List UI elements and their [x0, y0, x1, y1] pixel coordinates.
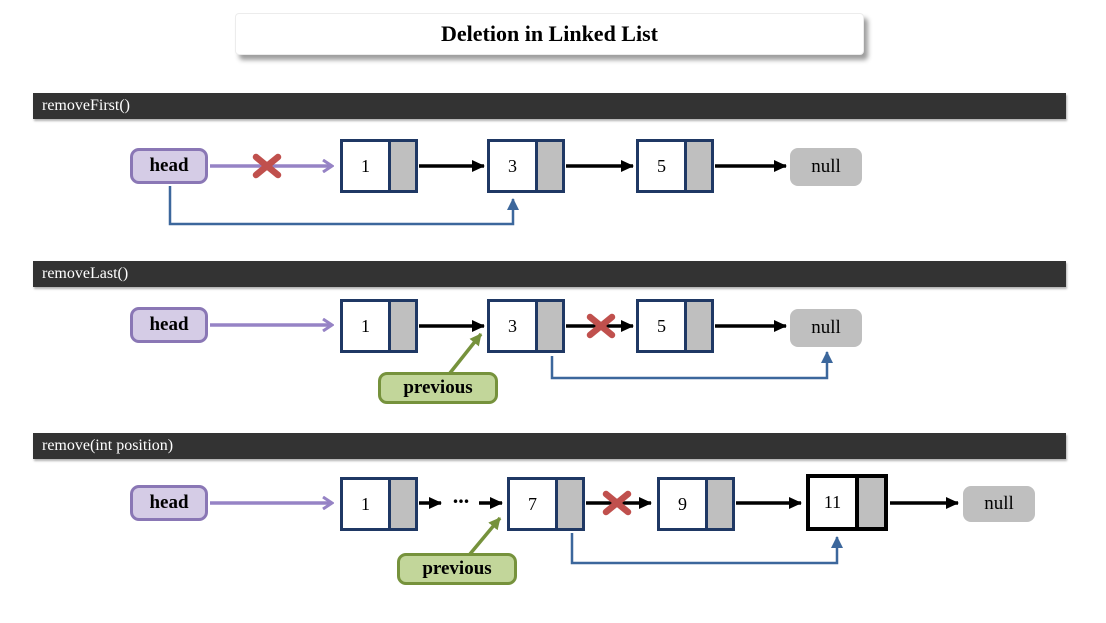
node-value: 3 — [490, 142, 535, 190]
list-node: 9 — [657, 477, 735, 531]
node-pointer-cell — [535, 142, 562, 190]
section2-wires — [210, 313, 833, 380]
section3-wires — [210, 490, 959, 565]
null-box: null — [790, 309, 862, 347]
previous-pointer-arrow — [448, 332, 483, 375]
list-node: 1 — [340, 299, 418, 353]
null-box: null — [790, 148, 862, 186]
list-node: 7 — [507, 477, 585, 531]
ellipsis-label: ... — [452, 483, 470, 508]
x-mark-icon — [602, 490, 632, 516]
list-node: 1 — [340, 477, 418, 531]
previous-box: previous — [378, 372, 498, 404]
relink-arrow — [168, 186, 519, 226]
relink-arrow — [550, 351, 833, 380]
x-mark-icon — [252, 153, 282, 179]
node-pointer-cell — [684, 302, 711, 350]
previous-pointer-arrow — [468, 516, 502, 556]
section1-wires — [168, 153, 787, 226]
node-pointer-cell — [388, 302, 415, 350]
list-node: 5 — [636, 139, 714, 193]
node-pointer-cell — [388, 480, 415, 528]
list-node-last: 11 — [806, 474, 888, 531]
node-pointer-cell — [535, 302, 562, 350]
node-pointer-cell — [855, 478, 884, 527]
head-box: head — [130, 485, 208, 521]
node-value: 11 — [810, 478, 855, 527]
relink-arrow — [570, 533, 843, 565]
node-value: 1 — [343, 142, 388, 190]
node-pointer-cell — [705, 480, 732, 528]
x-mark-icon — [586, 313, 616, 339]
list-node: 3 — [487, 139, 565, 193]
previous-box: previous — [397, 553, 517, 585]
section-header-remove-position: remove(int position) — [33, 433, 1066, 459]
node-value: 9 — [660, 480, 705, 528]
list-node: 1 — [340, 139, 418, 193]
node-value: 1 — [343, 302, 388, 350]
page-title: Deletion in Linked List — [235, 13, 864, 55]
section-header-remove-first: removeFirst() — [33, 93, 1066, 119]
node-pointer-cell — [555, 480, 582, 528]
node-value: 5 — [639, 302, 684, 350]
node-value: 7 — [510, 480, 555, 528]
head-box: head — [130, 307, 208, 343]
list-node: 3 — [487, 299, 565, 353]
section-header-remove-last: removeLast() — [33, 261, 1066, 287]
node-value: 3 — [490, 302, 535, 350]
node-value: 1 — [343, 480, 388, 528]
head-box: head — [130, 148, 208, 184]
node-pointer-cell — [388, 142, 415, 190]
null-box: null — [963, 486, 1035, 522]
node-value: 5 — [639, 142, 684, 190]
node-pointer-cell — [684, 142, 711, 190]
list-node: 5 — [636, 299, 714, 353]
